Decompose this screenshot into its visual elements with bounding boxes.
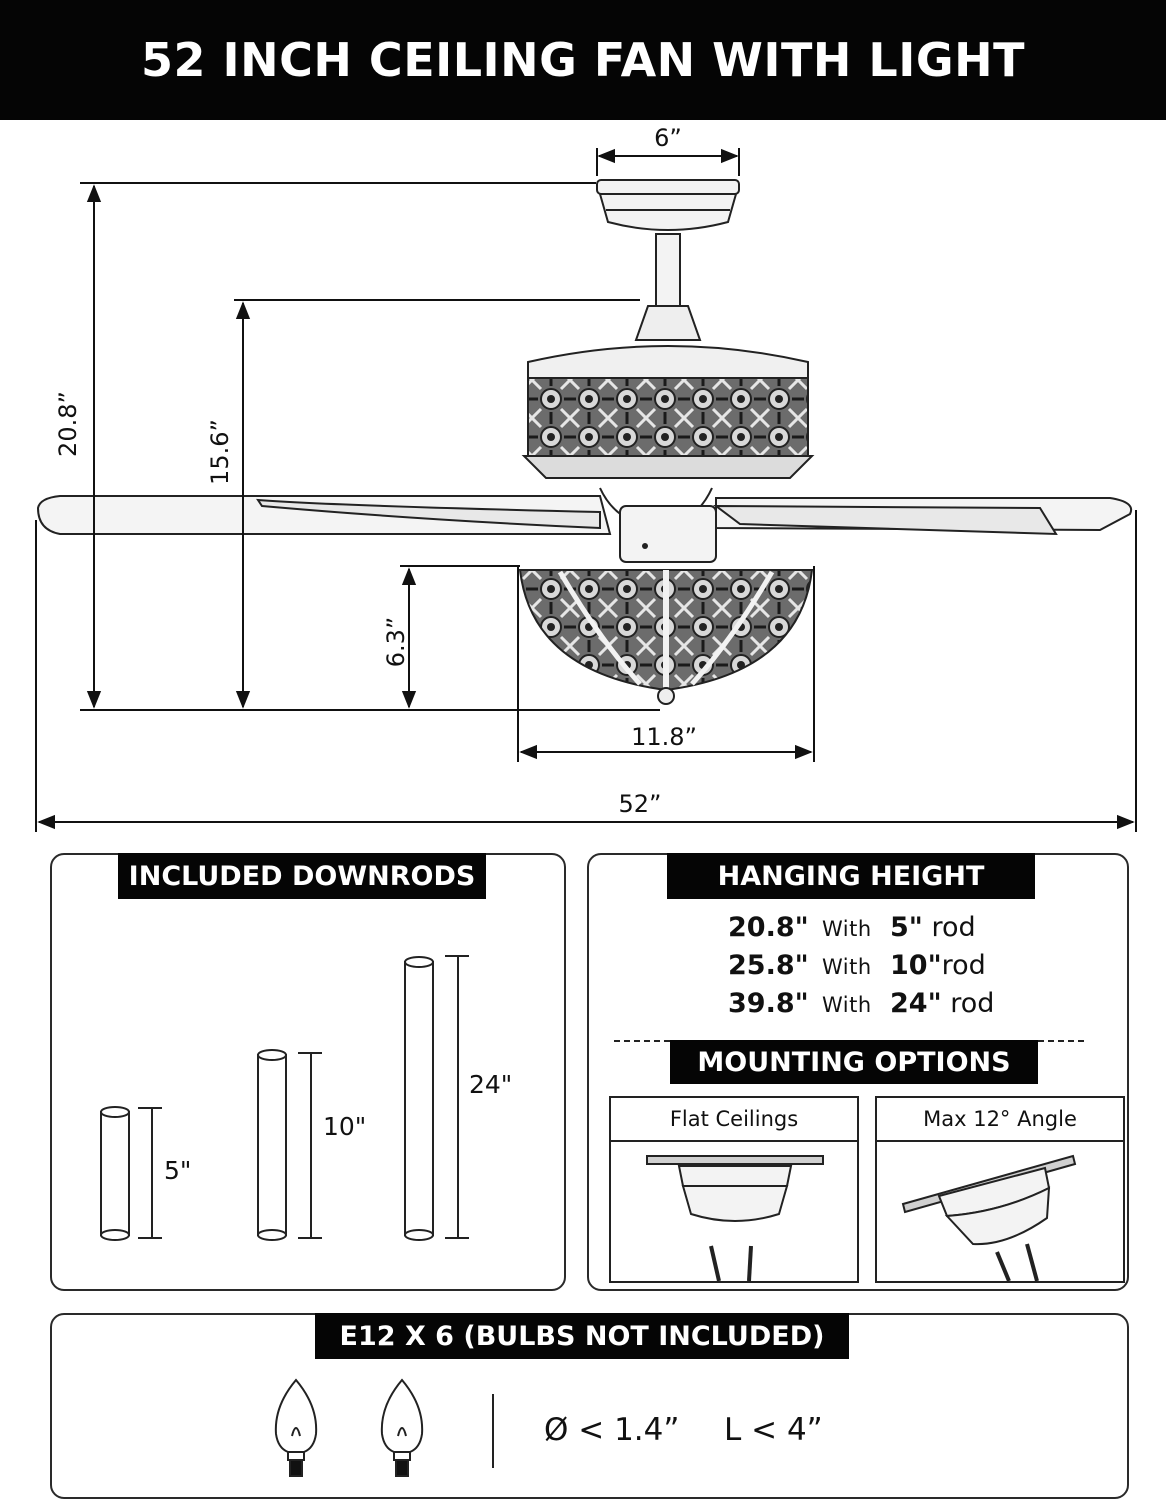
dim-canopy-width (596, 148, 740, 176)
dim-light-height (400, 565, 520, 709)
fan-dimension-diagram: 6” 20.8” 15.6” 6.3” 11.8” 52” (35, 124, 1137, 832)
mount-option-flat-label: Flat Ceilings (611, 1098, 857, 1142)
rod-length-value: 5" (890, 912, 923, 943)
bulb-length-spec: L < 4” (724, 1412, 823, 1448)
mount-option-flat: Flat Ceilings (609, 1096, 859, 1283)
switch-housing (619, 505, 717, 563)
header-bar: 52 INCH CEILING FAN WITH LIGHT (0, 0, 1166, 120)
dim-blade-span (35, 510, 1137, 832)
hanging-height-row: 39.8" With 24" rod (728, 988, 994, 1026)
hang-height-value: 25.8" (728, 950, 809, 981)
candle-bulb-icon (274, 1378, 318, 1477)
bulbs-title: E12 X 6 (BULBS NOT INCLUDED) (315, 1313, 849, 1359)
hang-height-value: 39.8" (728, 988, 809, 1019)
dim-canopy-width-label: 6” (654, 124, 682, 152)
angled-ceiling-illustration (901, 1154, 1077, 1281)
dim-total-height (80, 182, 660, 711)
dim-blade-span-label: 52” (619, 790, 662, 818)
rod-word: rod (941, 950, 986, 981)
dim-total-height-label: 20.8” (54, 391, 82, 457)
bulbs-illustration (274, 1378, 494, 1477)
with-label: With (822, 955, 872, 979)
dim-height-to-rod (234, 299, 640, 709)
downrods-title: INCLUDED DOWNRODS (118, 853, 486, 899)
fan-blades (36, 487, 1132, 536)
downrod-collar (634, 305, 702, 341)
dim-height-to-rod-label: 15.6” (206, 419, 234, 485)
divider-left (614, 1040, 670, 1042)
rod-10-label: 10" (323, 1112, 367, 1141)
mount-option-angle: Max 12° Angle (875, 1096, 1125, 1283)
motor-housing (521, 345, 815, 479)
rod-10-inch (257, 1049, 322, 1241)
rod-24-label: 24" (469, 1070, 513, 1099)
downrod (655, 233, 681, 309)
dim-light-height-label: 6.3” (382, 617, 410, 668)
hanging-height-row: 25.8" With 10"rod (728, 950, 994, 988)
hanging-height-title: HANGING HEIGHT (667, 853, 1035, 899)
downrods-panel (50, 853, 566, 1291)
with-label: With (822, 917, 872, 941)
flat-ceiling-illustration (646, 1155, 824, 1281)
light-bowl (518, 569, 814, 705)
hang-height-value: 20.8" (728, 912, 809, 943)
canopy (596, 179, 740, 231)
rod-5-label: 5" (164, 1156, 192, 1185)
dim-light-width-label: 11.8” (631, 723, 697, 751)
bulb-diameter-spec: Ø < 1.4” (544, 1412, 680, 1448)
mounting-options-title: MOUNTING OPTIONS (670, 1040, 1038, 1084)
rod-length-value: 24" (890, 988, 942, 1019)
mount-option-angle-label: Max 12° Angle (877, 1098, 1123, 1142)
page-title: 52 INCH CEILING FAN WITH LIGHT (141, 33, 1025, 87)
rod-5-inch (100, 1106, 162, 1241)
rod-word: rod (922, 912, 976, 943)
with-label: With (822, 993, 872, 1017)
rod-word: rod (941, 988, 995, 1019)
candle-bulb-icon (380, 1378, 424, 1477)
rod-24-inch (404, 955, 469, 1241)
downrods-illustration (100, 955, 469, 1241)
dim-light-width (517, 566, 815, 762)
hanging-height-row: 20.8" With 5" rod (728, 912, 994, 950)
divider-right (1038, 1040, 1084, 1042)
rod-length-value: 10" (890, 950, 942, 981)
